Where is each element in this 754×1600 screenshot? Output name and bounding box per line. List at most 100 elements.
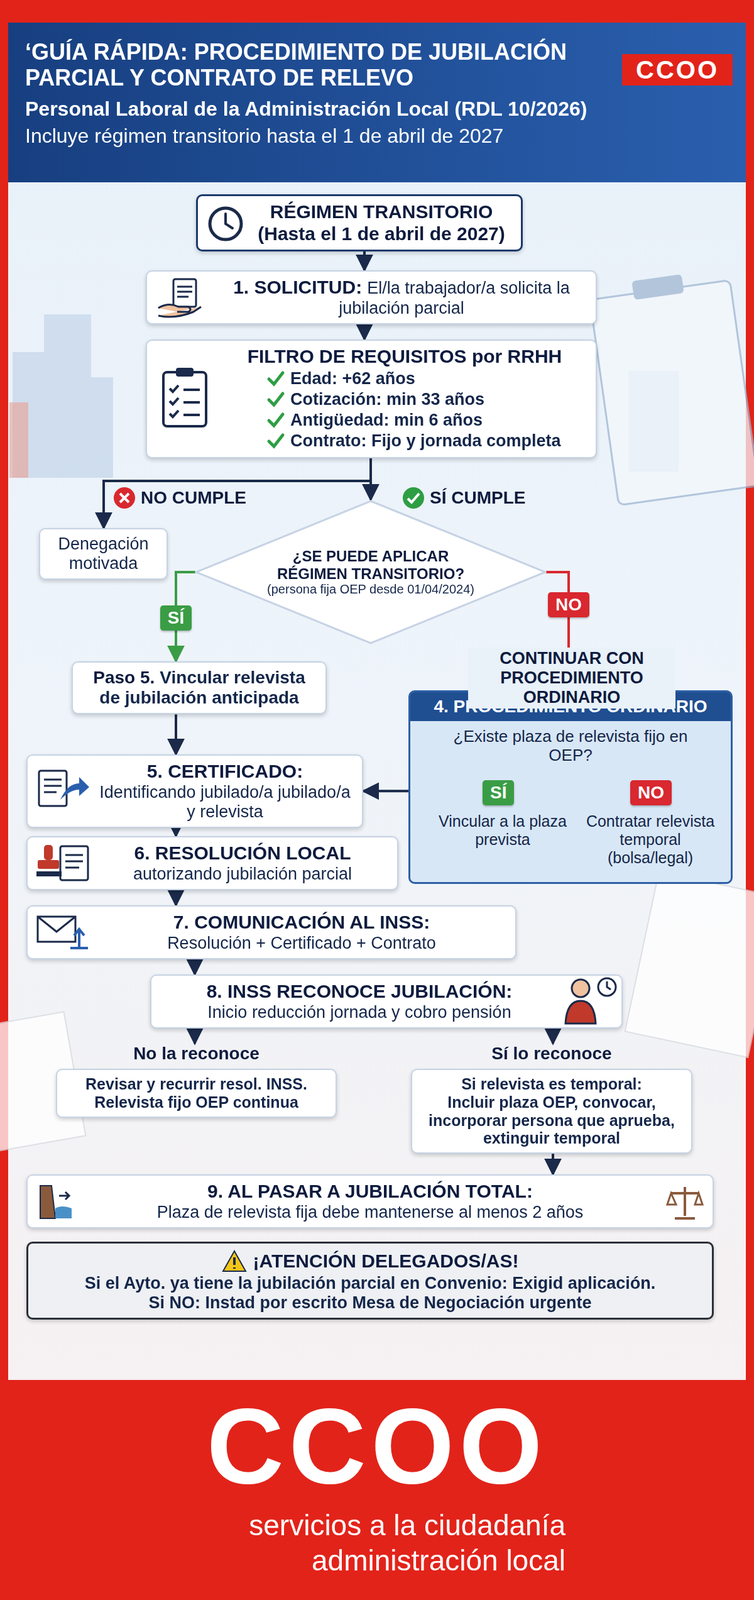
check-mark xyxy=(266,389,286,409)
flow-connector xyxy=(363,251,366,271)
answer-badge: NO xyxy=(630,779,672,805)
decision-question: ¿SE PUEDE APLICAR RÉGIMEN TRANSITORIO? xyxy=(260,547,481,582)
edge-label: SÍ CUMPLE xyxy=(429,487,526,508)
scales-icon xyxy=(666,1182,704,1221)
check-row: Edad: +62 años xyxy=(266,368,587,389)
flow-connector xyxy=(551,1027,555,1044)
check-mark xyxy=(266,410,286,430)
process-box: 1. SOLICITUD:El/la trabajador/a solicita… xyxy=(145,270,597,325)
outcome-text: Si relevista es temporal: xyxy=(419,1074,684,1093)
requirement-text: Edad: +62 años xyxy=(290,368,416,389)
text-wrap: 9. AL PASAR A JUBILACIÓN TOTAL:Plaza de … xyxy=(77,1180,663,1222)
outcome-box: Sí lo reconoceSi relevista es temporal:I… xyxy=(410,1043,693,1153)
flow-connector xyxy=(369,458,372,500)
flow-connector xyxy=(363,324,366,340)
process-box: 7. COMUNICACIÓN AL INSS:Resolución + Cer… xyxy=(26,904,517,959)
node-text: El/la trabajador/a solicita la jubilació… xyxy=(338,278,570,318)
text-wrap: RÉGIMEN TRANSITORIO(Hasta el 1 de abril … xyxy=(250,201,513,245)
flow-connector xyxy=(193,1027,197,1044)
text-wrap: 7. COMUNICACIÓN AL INSS:Resolución + Cer… xyxy=(96,911,507,953)
clip-icon xyxy=(159,365,210,429)
node-heading: 1. SOLICITUD: xyxy=(233,276,362,298)
text-wrap: 5. CERTIFICADO:Identificando jubilado/a … xyxy=(96,760,354,822)
node-text: Inicio reducción jornada y cobro pensión xyxy=(160,1002,559,1022)
process-box: 6. RESOLUCIÓN LOCALautorizando jubilació… xyxy=(26,835,399,890)
requirement-text: Contrato: Fijo y jornada completa xyxy=(290,431,562,451)
process-box: 5. CERTIFICADO:Identificando jubilado/a … xyxy=(26,754,364,828)
check-row: Cotización: min 33 años xyxy=(266,389,587,410)
text-wrap: ¿SE PUEDE APLICAR RÉGIMEN TRANSITORIO?(p… xyxy=(260,547,481,597)
decision-diamond: ¿SE PUEDE APLICAR RÉGIMEN TRANSITORIO?(p… xyxy=(194,499,547,645)
notice-heading: ¡ATENCIÓN DELEGADOS/AS! xyxy=(253,1249,520,1272)
logo-text: CCOO xyxy=(622,54,733,86)
check-row: Contrato: Fijo y jornada completa xyxy=(266,431,587,451)
requirement-text: Cotización: min 33 años xyxy=(290,389,485,410)
node-heading: RÉGIMEN TRANSITORIO xyxy=(250,201,513,224)
text-wrap: 1. SOLICITUD:El/la trabajador/a solicita… xyxy=(216,276,587,318)
answer-badge: SÍ xyxy=(482,779,514,805)
flow-connector xyxy=(174,827,178,836)
requirements-box: FILTRO DE REQUISITOS por RRHHEdad: +62 a… xyxy=(145,339,597,459)
process-box: RÉGIMEN TRANSITORIO(Hasta el 1 de abril … xyxy=(196,194,523,252)
node-text: Identificando jubilado/a jubilado/a y re… xyxy=(96,782,354,822)
text-wrap: 8. INSS RECONOCE JUBILACIÓN:Inicio reduc… xyxy=(160,980,559,1022)
label-text: Vincular a la plaza prevista xyxy=(433,811,572,849)
docarrow-icon xyxy=(35,766,92,811)
outcome-text: Revisar y recurrir resol. INSS. Relevist… xyxy=(64,1074,328,1111)
process-box: 8. INSS RECONOCE JUBILACIÓN:Inicio reduc… xyxy=(150,973,623,1028)
status-icon xyxy=(402,486,425,509)
notice-box: ¡ATENCIÓN DELEGADOS/AS!Si el Ayto. ya ti… xyxy=(26,1240,714,1319)
label-text: Personal Laboral de la Administración Lo… xyxy=(25,97,742,121)
clock-icon xyxy=(206,204,245,243)
clip-icon-shape xyxy=(159,365,210,429)
decision-note: (persona fija OEP desde 01/04/2024) xyxy=(260,581,481,597)
edge-label: SÍ xyxy=(167,607,185,628)
edge-label-row: SÍ CUMPLE xyxy=(402,486,526,509)
text-wrap: Denegación motivada xyxy=(49,534,158,574)
dam-icon-shape xyxy=(36,1182,75,1221)
docarrow-icon-shape xyxy=(35,766,92,811)
text-wrap: 6. RESOLUCIÓN LOCALautorizando jubilació… xyxy=(96,841,389,884)
node-heading: Denegación motivada xyxy=(49,534,158,574)
env-icon xyxy=(35,912,92,951)
label-text: Contratar relevista temporal (bolsa/lega… xyxy=(574,811,726,866)
node-heading: FILTRO DE REQUISITOS por RRHH xyxy=(222,345,587,368)
notice-text: Si NO: Instad por escrito Mesa de Negoci… xyxy=(37,1292,704,1312)
outcome-body: Revisar y recurrir resol. INSS. Relevist… xyxy=(55,1068,337,1118)
stamp-icon xyxy=(35,840,92,885)
edge-label: NO CUMPLE xyxy=(140,487,247,508)
label-text: administración local xyxy=(213,1543,566,1577)
node-text: (Hasta el 1 de abril de 2027) xyxy=(250,223,513,246)
node-heading: 9. AL PASAR A JUBILACIÓN TOTAL: xyxy=(77,1180,663,1203)
dam-icon xyxy=(36,1182,75,1221)
edge-badge: NO xyxy=(547,591,590,618)
node-text: autorizando jubilación parcial xyxy=(96,863,389,884)
warning-icon xyxy=(221,1249,247,1272)
title-text: ‘GUÍA RÁPIDA: PROCEDIMIENTO DE JUBILACIÓ… xyxy=(25,38,616,92)
flow-connector xyxy=(193,958,197,974)
edge-label: NO xyxy=(555,594,582,615)
node-heading: 7. COMUNICACIÓN AL INSS: xyxy=(96,911,507,934)
hand-icon xyxy=(155,276,207,321)
outcome-body: Si relevista es temporal:Incluir plaza O… xyxy=(410,1068,693,1153)
label-text: servicios a la ciudadanía xyxy=(213,1508,566,1542)
flow-connector xyxy=(363,789,409,792)
process-box: Denegación motivada xyxy=(38,527,168,580)
flow-connector xyxy=(551,1152,555,1174)
logo-text: CCOO xyxy=(188,1391,566,1499)
check-mark xyxy=(266,368,286,388)
notice-text: Si el Ayto. ya tiene la jubilación parci… xyxy=(37,1273,704,1293)
node-heading: 5. CERTIFICADO: xyxy=(96,760,354,783)
node-text: Resolución + Certificado + Contrato xyxy=(96,933,507,953)
check-mark xyxy=(266,431,286,450)
outcome-heading: No la reconoce xyxy=(55,1043,337,1064)
edge-label-row: NO CUMPLE xyxy=(113,486,247,509)
stamp-icon-shape xyxy=(35,840,92,885)
requirement-text: Antigüedad: min 6 años xyxy=(290,410,483,430)
panel-question: ¿Existe plaza de relevista fijo en OEP? xyxy=(441,726,700,765)
clock-icon-shape xyxy=(206,204,245,243)
badge-text: SÍ xyxy=(490,782,507,803)
flow-connector xyxy=(174,889,178,905)
text-wrap: FILTRO DE REQUISITOS por RRHHEdad: +62 a… xyxy=(222,345,587,451)
badge-text: NO xyxy=(637,782,665,803)
